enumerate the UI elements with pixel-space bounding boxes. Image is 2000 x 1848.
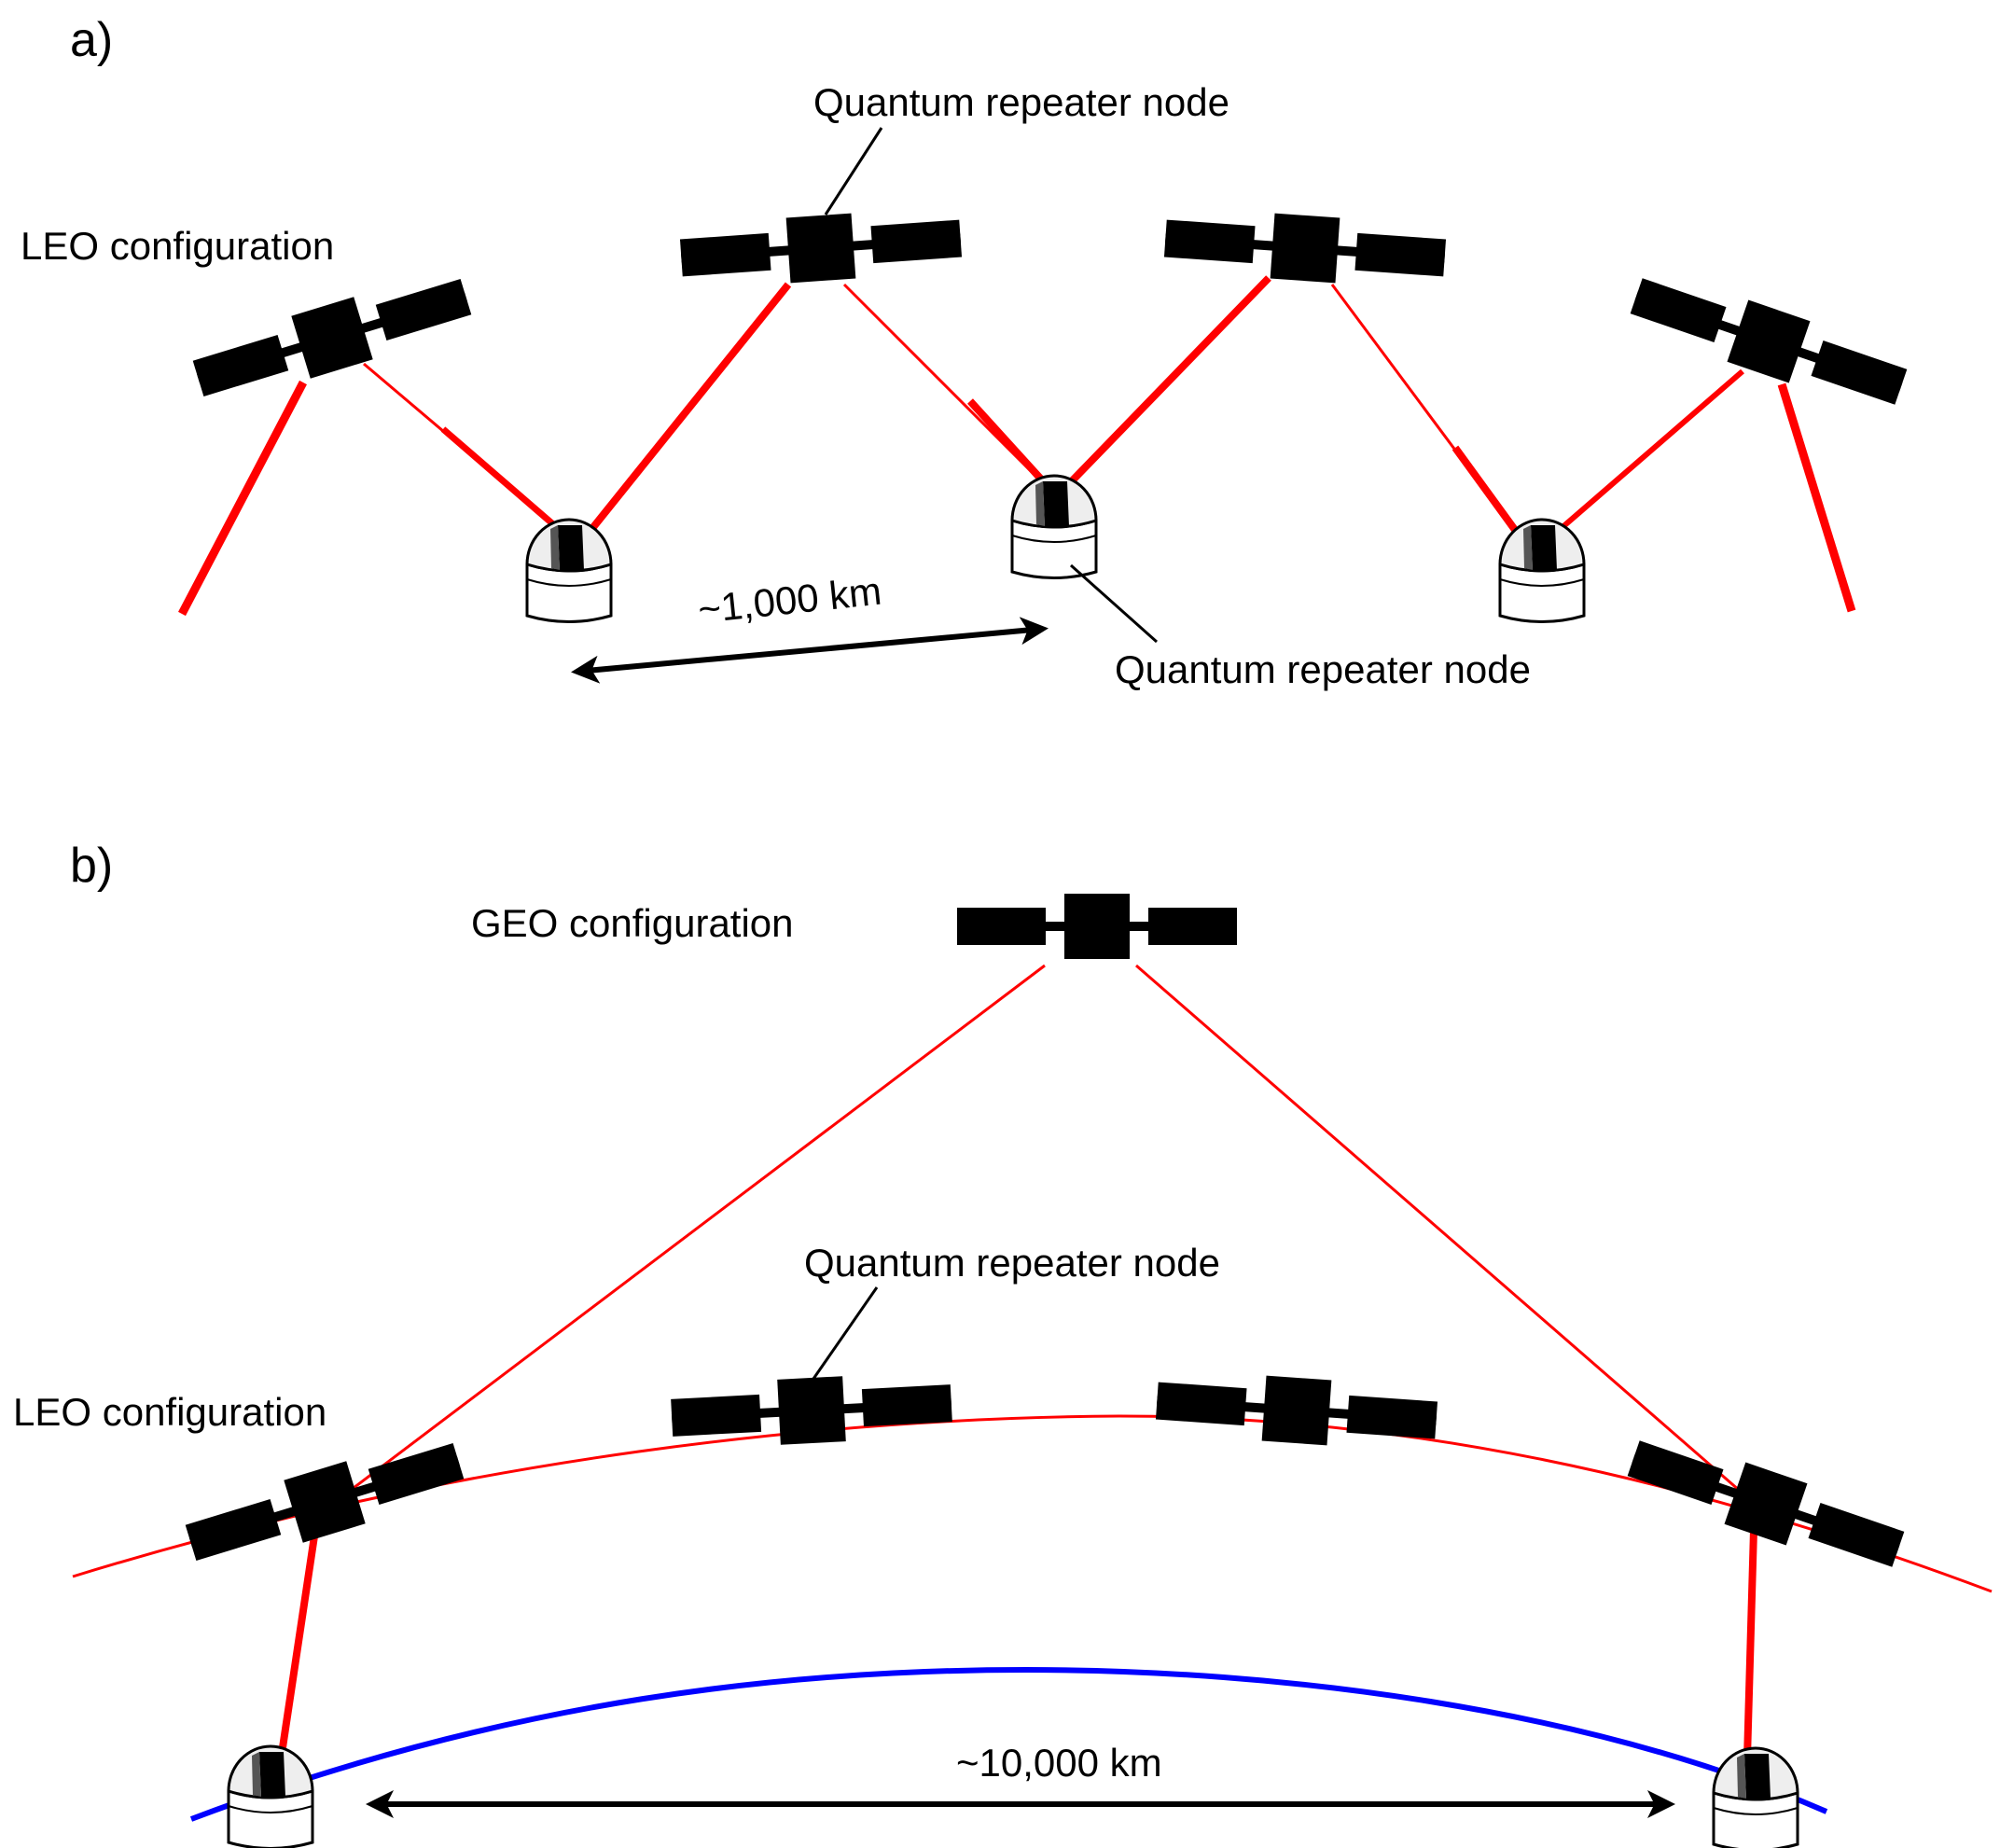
satellite-icon	[1622, 1427, 1910, 1580]
panel-a: a) LEO configuration Quantum repeater no…	[21, 13, 1912, 691]
ground-station-dome-icon	[1498, 518, 1586, 623]
panel-a-node-label-ground: Quantum repeater node	[1115, 647, 1531, 691]
beam	[1061, 275, 1271, 493]
panel-b-node-label: Quantum repeater node	[804, 1241, 1220, 1285]
ground-station-dome-icon	[227, 1744, 314, 1848]
beam	[1777, 382, 1856, 613]
beam	[967, 398, 1048, 486]
leader-line	[812, 1286, 879, 1380]
beam	[1135, 964, 1741, 1493]
leo-orbit-line	[72, 1414, 1993, 1593]
panel-b-label: b)	[70, 839, 113, 893]
beam	[440, 426, 570, 539]
beam	[842, 283, 1042, 482]
satellite-icon	[957, 894, 1237, 959]
satellite-icon	[1154, 1368, 1439, 1453]
satellite-icon	[188, 265, 476, 410]
ground-station-dome-icon	[1010, 474, 1098, 579]
beam	[575, 282, 792, 549]
beam	[178, 380, 307, 617]
beam	[1539, 368, 1744, 549]
panel-b-distance-label: ~10,000 km	[956, 1741, 1162, 1785]
satellite-icon	[678, 205, 964, 291]
panel-a-label: a)	[70, 13, 113, 67]
panel-a-leo-label: LEO configuration	[21, 224, 334, 268]
leader-line	[1070, 563, 1158, 644]
panel-b-geo-label: GEO configuration	[471, 901, 794, 945]
geo-beams	[349, 964, 1741, 1493]
beam	[349, 964, 1046, 1493]
satellite-icon	[1162, 205, 1448, 291]
earth-surface-b	[189, 1666, 1828, 1822]
satellite-icon	[670, 1370, 953, 1451]
ground-station-dome-icon	[1712, 1746, 1799, 1848]
satellite-icon	[1625, 265, 1912, 418]
leader-line	[824, 127, 883, 215]
panel-a-node-label-top: Quantum repeater node	[813, 80, 1229, 124]
panel-b-leo-label: LEO configuration	[13, 1390, 326, 1434]
satellite-icon	[181, 1429, 468, 1575]
panel-b: b) GEO configuration LEO configuration Q…	[13, 839, 1993, 1848]
double-arrow-icon	[571, 617, 1049, 684]
ground-station-dome-icon	[525, 518, 613, 623]
panel-a-distance-label: ~1,000 km	[696, 569, 883, 632]
